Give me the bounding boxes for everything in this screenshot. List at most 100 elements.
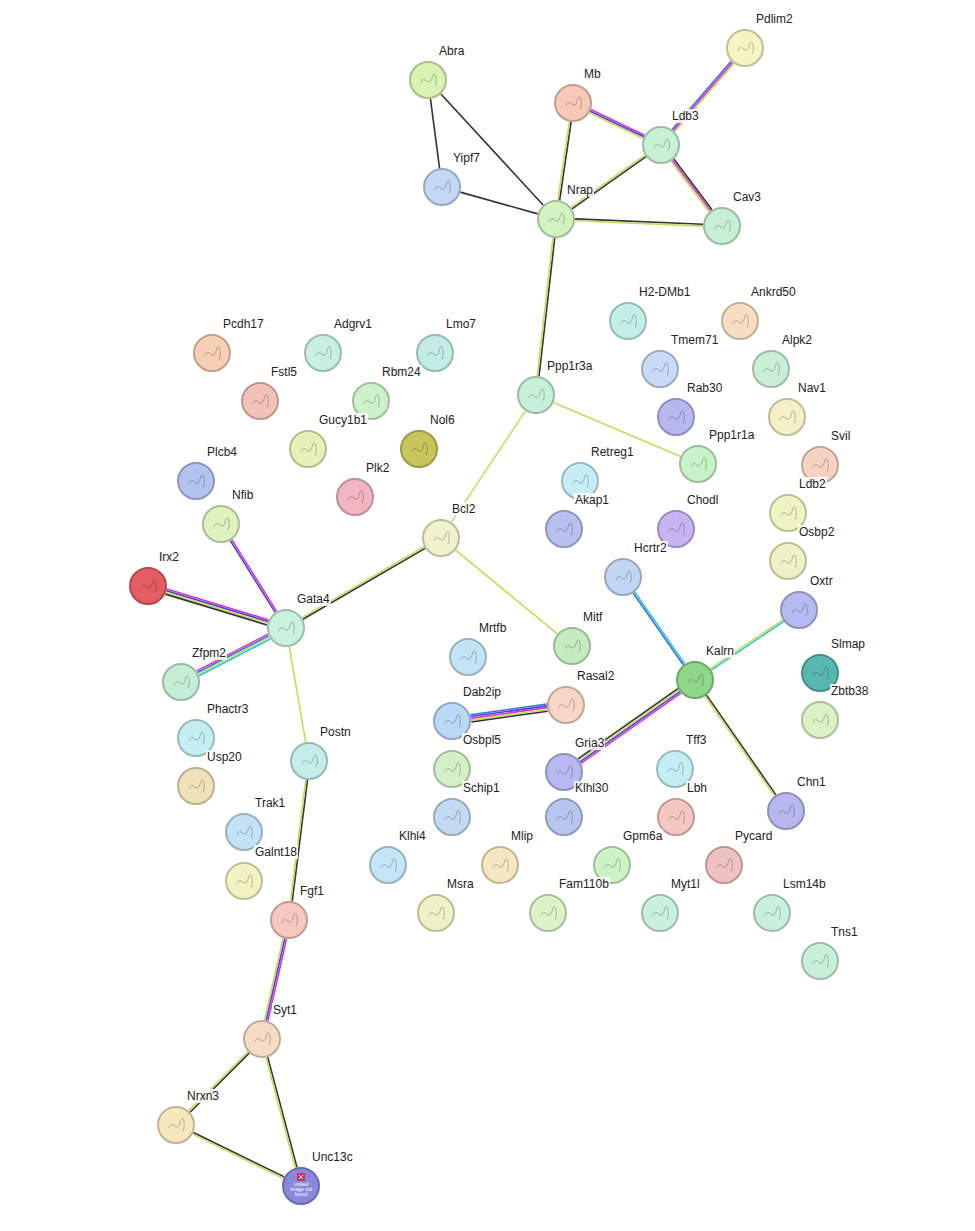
protein-node: Plcb4 [177,462,215,500]
structure-glyph [371,848,405,882]
interaction-edge [705,695,776,796]
evidence-line [452,411,526,522]
protein-label: Tmem71 [670,333,719,347]
protein-label: Galnt18 [254,845,298,859]
structure-glyph [306,336,340,370]
protein-node: Nfib [202,505,240,543]
protein-label: Chn1 [796,775,827,789]
protein-node: Gata4 [267,609,305,647]
protein-label: Unc13c [311,1150,354,1164]
evidence-line [193,1133,284,1177]
protein-node: Schip1 [433,798,471,836]
protein-node: Mb [554,84,592,122]
protein-node: Zfpm2 [162,663,200,701]
evidence-line [580,692,680,762]
structure-glyph [195,336,229,370]
structure-glyph [539,202,573,236]
structure-glyph [531,896,565,930]
protein-label: Slmap [830,637,866,651]
protein-label: Dab2ip [462,685,502,699]
protein-node: Akap1 [545,510,583,548]
protein-label: Gpm6a [622,829,663,843]
structure-glyph [549,688,583,722]
protein-label: Kalrn [705,644,735,658]
structure-glyph [179,769,213,803]
protein-node: Osbp2 [769,542,807,580]
protein-node: Pycard [705,846,743,884]
protein-label: Alpk2 [781,333,813,347]
evidence-line [230,541,275,613]
protein-label: Mitf [582,610,603,624]
protein-node: Gucy1b1 [289,430,327,468]
protein-node: Ppp1r3a [517,376,555,414]
protein-node: Postn [290,742,328,780]
structure-glyph [803,703,837,737]
protein-node: Yipf7 [423,168,461,206]
evidence-line [633,593,683,665]
protein-label: Gucy1b1 [318,413,368,427]
protein-label: Abra [438,44,465,58]
protein-label: Mb [583,67,602,81]
protein-node: Unc13cLinked Image not found [282,1167,320,1205]
evidence-line [290,780,305,901]
protein-node: Abra [409,61,447,99]
protein-node: Zbtb38 [801,701,839,739]
protein-node: Kalrn [676,661,714,699]
evidence-line [707,695,776,795]
protein-label: Ppp1r1a [708,428,755,442]
structure-glyph [769,794,803,828]
interaction-edge [537,238,554,376]
evidence-line [193,1134,284,1178]
protein-node: Syt1 [243,1020,281,1058]
protein-label: Ppp1r3a [546,359,593,373]
protein-label: Chodl [686,493,719,507]
protein-label: Usp20 [206,750,243,764]
structure-glyph [131,569,165,603]
structure-glyph [245,1022,279,1056]
structure-glyph [435,800,469,834]
structure-glyph [164,665,198,699]
structure-glyph [771,544,805,578]
protein-label: Fstl5 [270,365,298,379]
protein-label: Schip1 [462,781,501,795]
structure-glyph [338,480,372,514]
structure-glyph [678,663,712,697]
protein-node: Nol6 [400,430,438,468]
evidence-line [266,1058,295,1168]
structure-glyph [755,896,789,930]
structure-glyph [770,400,804,434]
interaction-edge [671,159,712,212]
protein-node: Fam110b [529,894,567,932]
structure-glyph [643,896,677,930]
structure-glyph [425,170,459,204]
protein-label: Phactr3 [206,702,249,716]
protein-node: Msra [417,894,455,932]
protein-label: Ankrd50 [750,285,797,299]
evidence-line [167,589,269,620]
protein-node: Tns1 [801,942,839,980]
evidence-line [575,221,703,226]
protein-label: Plcb4 [206,445,238,459]
protein-label: Pcdh17 [222,317,265,331]
evidence-line [268,1057,297,1167]
protein-node: Ppp1r1a [679,445,717,483]
protein-label: Oxtr [809,574,834,588]
structure-glyph [547,512,581,546]
structure-glyph [227,864,261,898]
structure-glyph [681,447,715,481]
protein-node: Usp20 [177,767,215,805]
protein-label: Bcl2 [451,502,476,516]
protein-node: Hcrtr2 [604,558,642,596]
protein-node: Chn1 [767,792,805,830]
evidence-line [190,1053,249,1112]
protein-label: Pdlim2 [755,12,794,26]
protein-label: Rasal2 [576,669,615,683]
protein-node: Irx2 [129,567,167,605]
protein-label: Tns1 [830,925,859,939]
evidence-line [591,110,645,136]
protein-node: Rasal2 [547,686,585,724]
interaction-edge [633,592,685,665]
interaction-edge [430,99,439,168]
structure-glyph [611,304,645,338]
